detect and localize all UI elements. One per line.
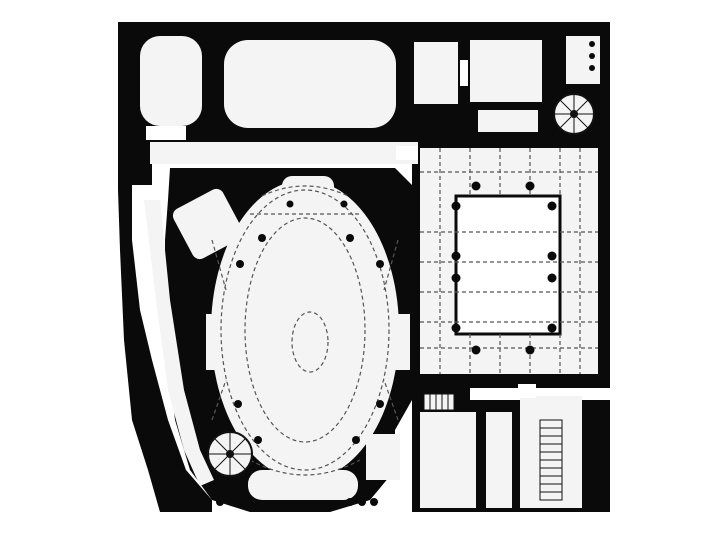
stair-south-east: [539, 419, 563, 501]
north-east-room: [470, 40, 542, 102]
door-openings: [146, 60, 536, 398]
spiral-stair-north-east: [553, 93, 595, 135]
corner-room: [566, 36, 600, 84]
columns: [216, 41, 595, 506]
south-east-room: [420, 412, 476, 508]
north-east-passage: [478, 110, 538, 132]
church-nave: [211, 180, 399, 480]
north-hall: [224, 40, 396, 128]
south-passage: [486, 412, 512, 508]
south-east-chapel: [366, 434, 400, 480]
north-room-small: [414, 42, 458, 104]
stair-gallery: [423, 393, 455, 411]
north-west-chapel: [172, 188, 244, 260]
courtyard: [454, 194, 562, 336]
north-west-room: [140, 36, 202, 126]
vault-lines: [211, 148, 598, 476]
east-chapel: [384, 314, 410, 370]
west-passage: [144, 200, 214, 486]
north-apse: [282, 176, 334, 210]
corridor: [150, 142, 418, 164]
spiral-stair-south-west: [207, 431, 253, 477]
south-apse: [248, 470, 358, 500]
rooms: [140, 36, 600, 508]
